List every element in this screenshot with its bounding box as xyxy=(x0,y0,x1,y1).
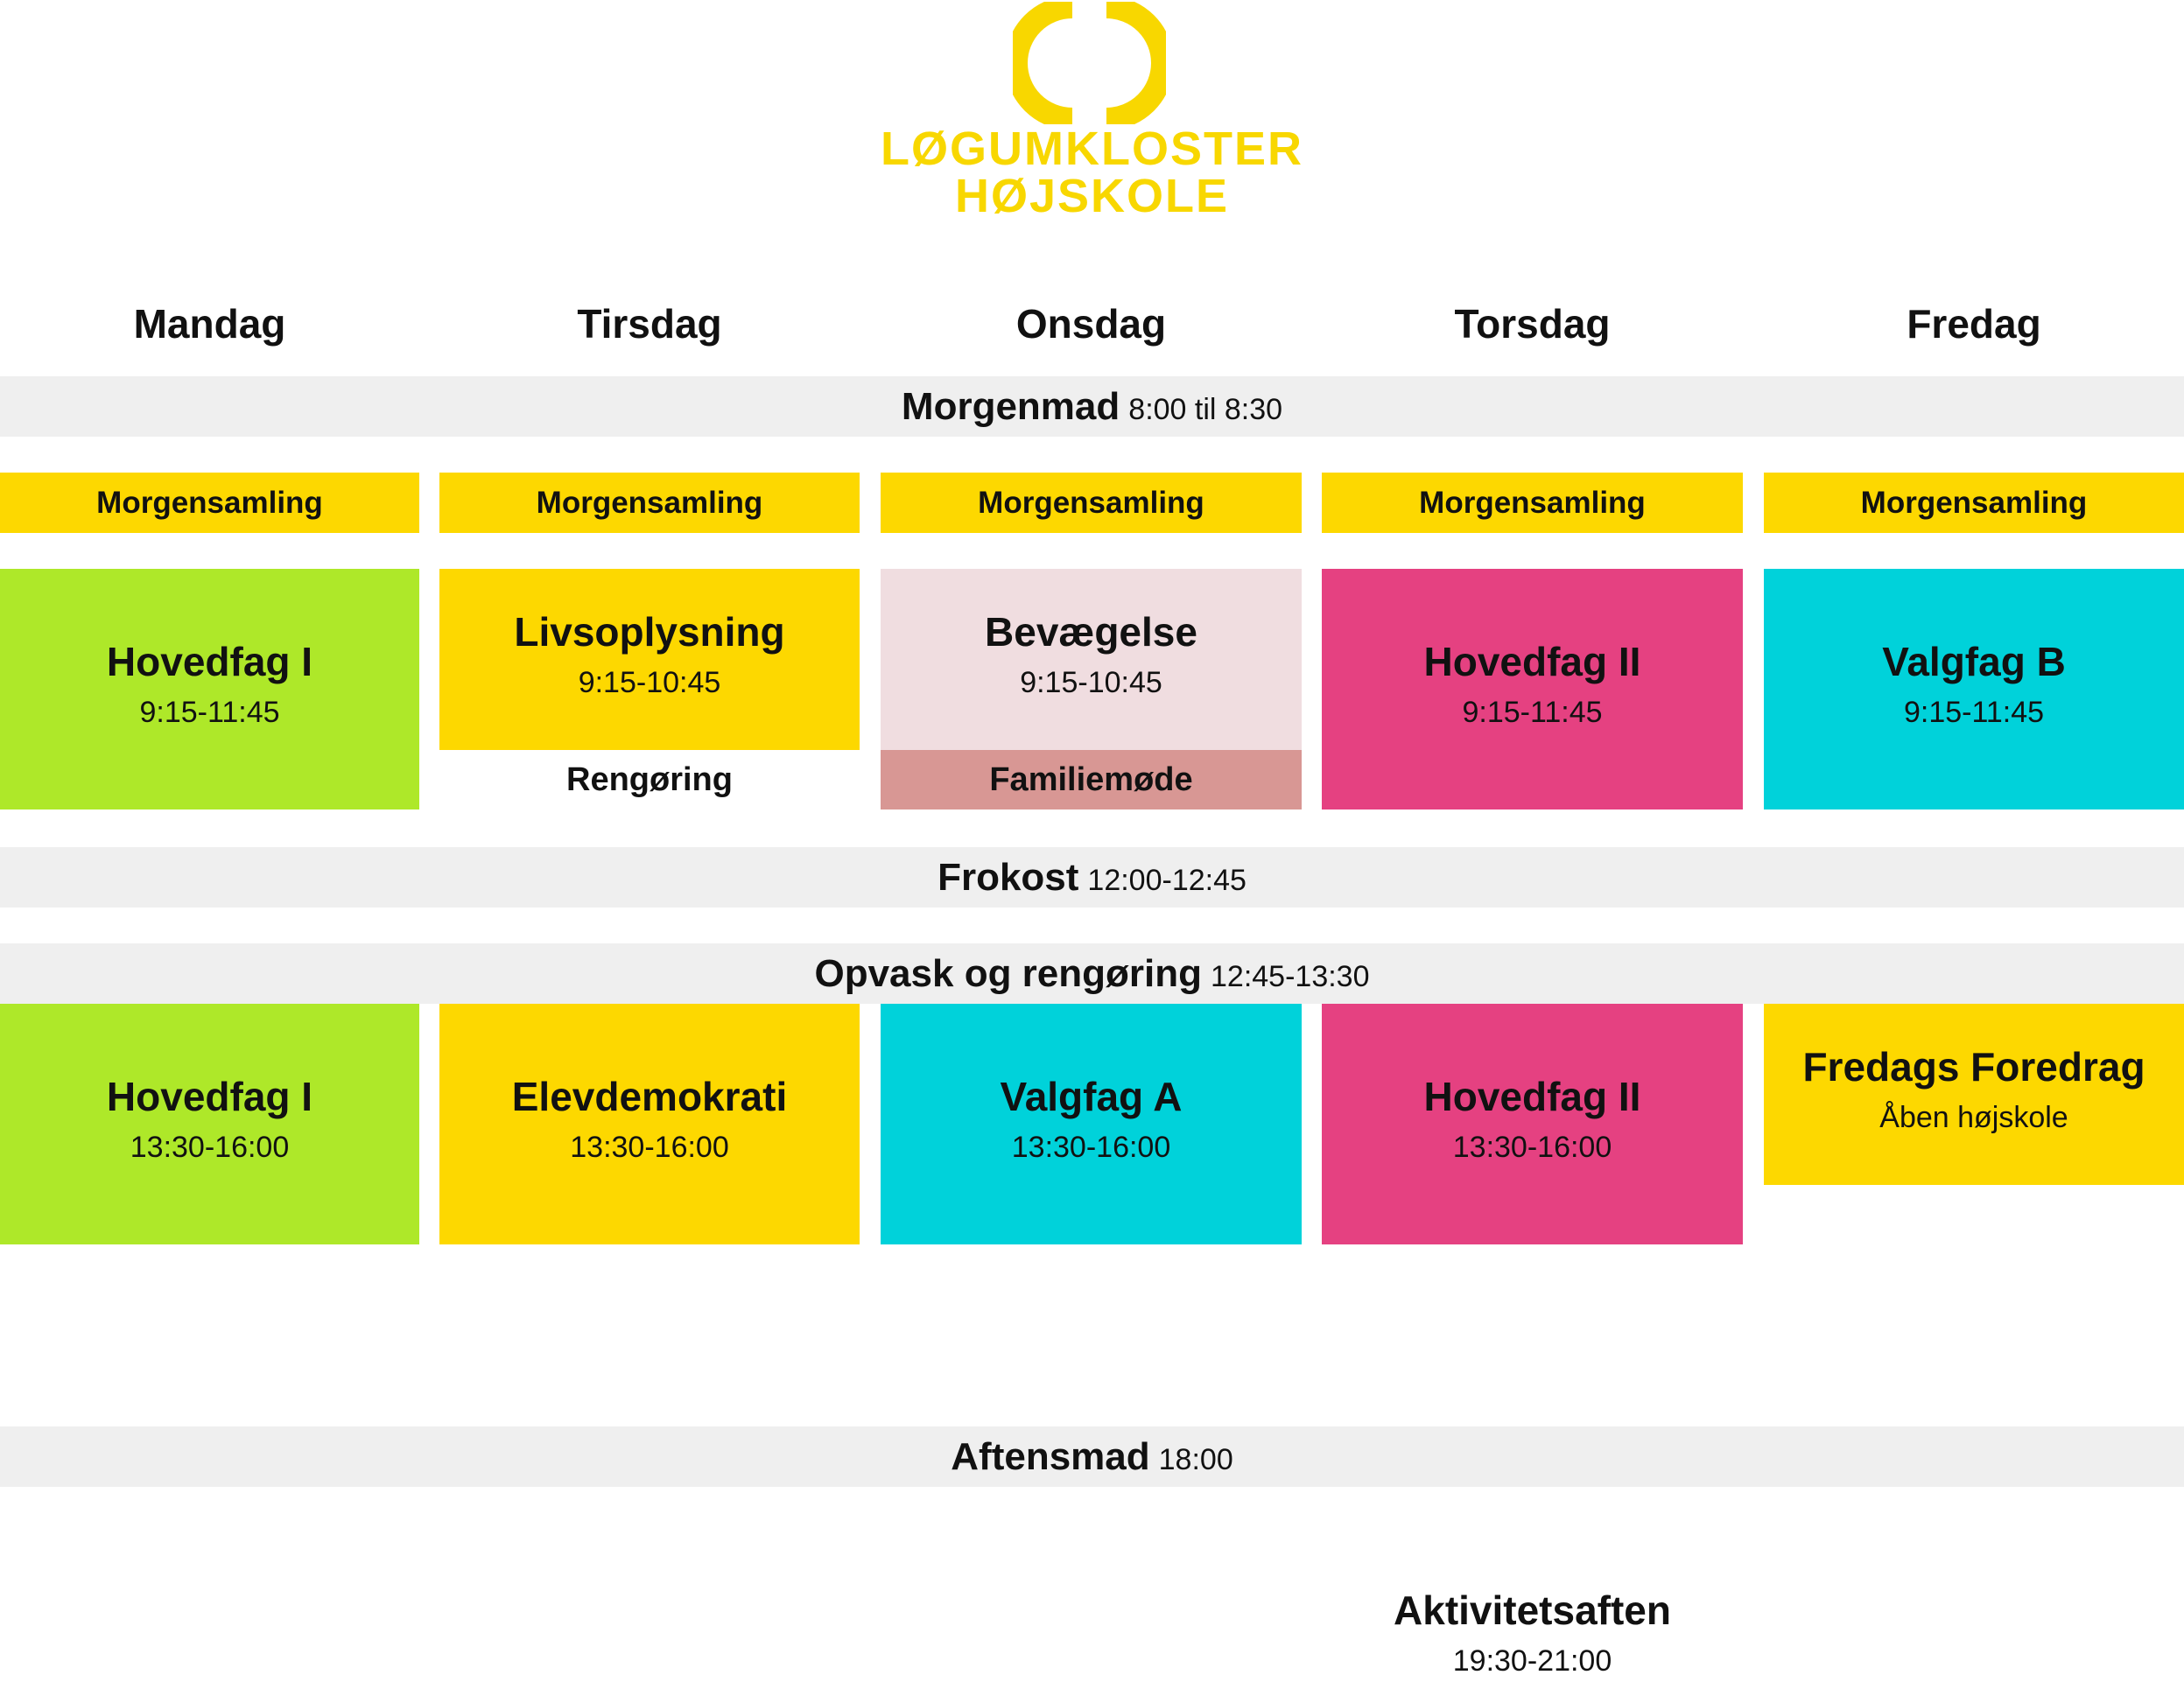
day-header-monday: Mandag xyxy=(133,301,286,347)
morning-gathering-thursday: Morgensamling xyxy=(1322,473,1743,533)
block-title: Bevægelse xyxy=(985,608,1197,655)
cleanup-time: 12:45-13:30 xyxy=(1211,960,1370,993)
block-time: 13:30-16:00 xyxy=(130,1130,290,1164)
block-time: 9:15-11:45 xyxy=(1903,695,2045,729)
block-time: 13:30-16:00 xyxy=(570,1130,729,1164)
cleanup-band: Opvask og rengøring 12:45-13:30 xyxy=(0,943,2184,1004)
lunch-title: Frokost xyxy=(938,856,1079,899)
dinner-time: 18:00 xyxy=(1158,1443,1233,1476)
lunch-time: 12:00-12:45 xyxy=(1087,864,1246,897)
afternoon-block-wednesday: Valgfag A 13:30-16:00 xyxy=(881,1004,1302,1244)
block-time: 13:30-16:00 xyxy=(1011,1130,1171,1164)
afternoon-block-thursday: Hovedfag II 13:30-16:00 xyxy=(1322,1004,1743,1244)
block-title: Hovedfag I xyxy=(106,1073,313,1119)
breakfast-time: 8:00 til 8:30 xyxy=(1128,393,1283,426)
day-header-friday: Fredag xyxy=(1907,301,2041,347)
day-header-wednesday: Onsdag xyxy=(1015,301,1167,347)
block-title: Valgfag B xyxy=(1882,638,2066,684)
block-time: 9:15-10:45 xyxy=(1020,665,1162,699)
block-title: Hovedfag I xyxy=(106,638,313,684)
block-title: Valgfag A xyxy=(1000,1073,1183,1119)
day-header-tuesday: Tirsdag xyxy=(577,301,722,347)
morning-block-thursday: Hovedfag II 9:15-11:45 xyxy=(1322,569,1743,809)
block-subtitle: Åben højskole xyxy=(1879,1100,2068,1134)
block-title: Elevdemokrati xyxy=(511,1073,788,1119)
block-title: Hovedfag II xyxy=(1423,638,1641,684)
morning-gathering-friday: Morgensamling xyxy=(1764,473,2184,533)
afternoon-block-friday: Fredags Foredrag Åben højskole xyxy=(1764,1004,2184,1185)
block-time: 9:15-10:45 xyxy=(578,665,721,699)
school-logo: LØGUMKLOSTER HØJSKOLE xyxy=(875,0,1309,222)
day-header-thursday: Torsdag xyxy=(1454,301,1611,347)
wednesday-family-meeting: Familiemøde xyxy=(881,750,1302,809)
logo-text-line2: HØJSKOLE xyxy=(954,170,1230,222)
logo-ring-icon xyxy=(1013,2,1166,124)
logo-text-line1: LØGUMKLOSTER xyxy=(881,123,1303,175)
breakfast-title: Morgenmad xyxy=(901,385,1120,428)
afternoon-block-tuesday: Elevdemokrati 13:30-16:00 xyxy=(439,1004,860,1244)
cleanup-title: Opvask og rengøring xyxy=(814,952,1202,995)
morning-gathering-tuesday: Morgensamling xyxy=(439,473,860,533)
evening-title: Aktivitetsaften xyxy=(1394,1587,1671,1633)
block-time: 9:15-11:45 xyxy=(139,695,280,729)
block-title: Fredags Foredrag xyxy=(1802,1043,2145,1090)
block-time: 9:15-11:45 xyxy=(1462,695,1603,729)
evening-time: 19:30-21:00 xyxy=(1452,1643,1612,1678)
block-title: Livsoplysning xyxy=(514,608,785,655)
morning-gathering-wednesday: Morgensamling xyxy=(881,473,1302,533)
morning-block-monday: Hovedfag I 9:15-11:45 xyxy=(0,569,419,809)
tuesday-cleaning: Rengøring xyxy=(439,750,860,809)
block-title: Hovedfag II xyxy=(1423,1073,1641,1119)
afternoon-block-monday: Hovedfag I 13:30-16:00 xyxy=(0,1004,419,1244)
block-time: 13:30-16:00 xyxy=(1452,1130,1612,1164)
evening-activity: Aktivitetsaften 19:30-21:00 xyxy=(1322,1580,1743,1689)
dinner-title: Aftensmad xyxy=(951,1435,1150,1478)
morning-block-friday: Valgfag B 9:15-11:45 xyxy=(1764,569,2184,809)
morning-block-tuesday: Livsoplysning 9:15-10:45 xyxy=(439,569,860,750)
morning-gathering-monday: Morgensamling xyxy=(0,473,419,533)
morning-block-wednesday: Bevægelse 9:15-10:45 xyxy=(881,569,1302,750)
